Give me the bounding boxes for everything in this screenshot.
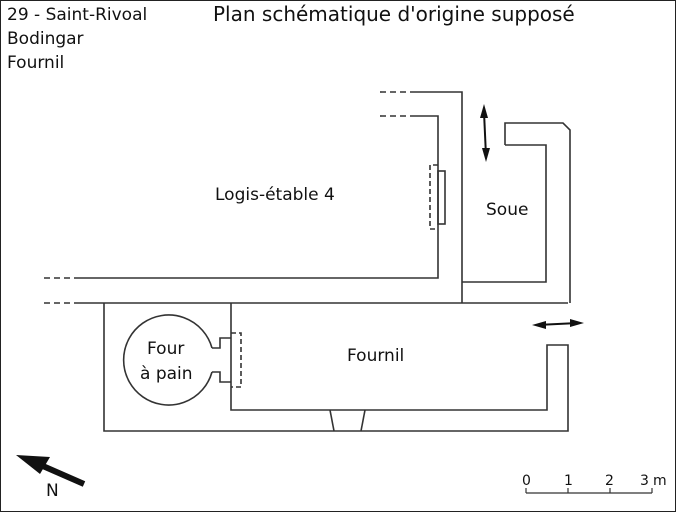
site-building: Fournil bbox=[7, 53, 65, 73]
fournil-walls bbox=[103, 303, 569, 432]
room-label-logis-etable: Logis-étable 4 bbox=[215, 185, 335, 205]
soue-walls bbox=[462, 122, 571, 303]
room-label-soue: Soue bbox=[486, 200, 529, 220]
site-hamlet: Bodingar bbox=[7, 29, 84, 49]
soue-outer-wall bbox=[504, 122, 571, 303]
scale-label-3: 3 bbox=[640, 473, 649, 489]
north-label: N bbox=[46, 481, 59, 501]
oven-mouth-bottom bbox=[212, 371, 231, 383]
north-arrow-icon bbox=[16, 455, 86, 487]
plan-title: Plan schématique d'origine supposé bbox=[213, 2, 575, 26]
logis-etable-walls bbox=[44, 91, 568, 304]
scale-label-0: 0 bbox=[522, 473, 531, 489]
fournil-wall bbox=[103, 303, 569, 432]
double-arrow-vertical-icon bbox=[480, 104, 490, 162]
fournil-drain-right bbox=[360, 409, 366, 432]
fournil-drain-left bbox=[329, 409, 335, 432]
oven-circle bbox=[122, 314, 213, 406]
logis-door-frame bbox=[437, 170, 446, 225]
soue-inner-wall bbox=[462, 144, 547, 283]
scale-bar bbox=[525, 488, 653, 494]
logis-outer-wall bbox=[410, 91, 463, 303]
oven bbox=[122, 314, 242, 406]
scale-unit: m bbox=[653, 473, 667, 489]
logis-door-dashed bbox=[429, 164, 438, 230]
double-arrow-horizontal-icon bbox=[532, 319, 584, 329]
oven-door-dashed bbox=[231, 332, 242, 388]
site-commune: 29 - Saint-Rivoal bbox=[7, 5, 148, 25]
scale-label-2: 2 bbox=[605, 473, 614, 489]
oven-mouth-top bbox=[212, 337, 231, 349]
room-label-four: Four bbox=[147, 339, 185, 359]
room-label-fournil: Fournil bbox=[347, 346, 405, 366]
scale-label-1: 1 bbox=[564, 473, 573, 489]
room-label-a-pain: à pain bbox=[140, 364, 193, 384]
